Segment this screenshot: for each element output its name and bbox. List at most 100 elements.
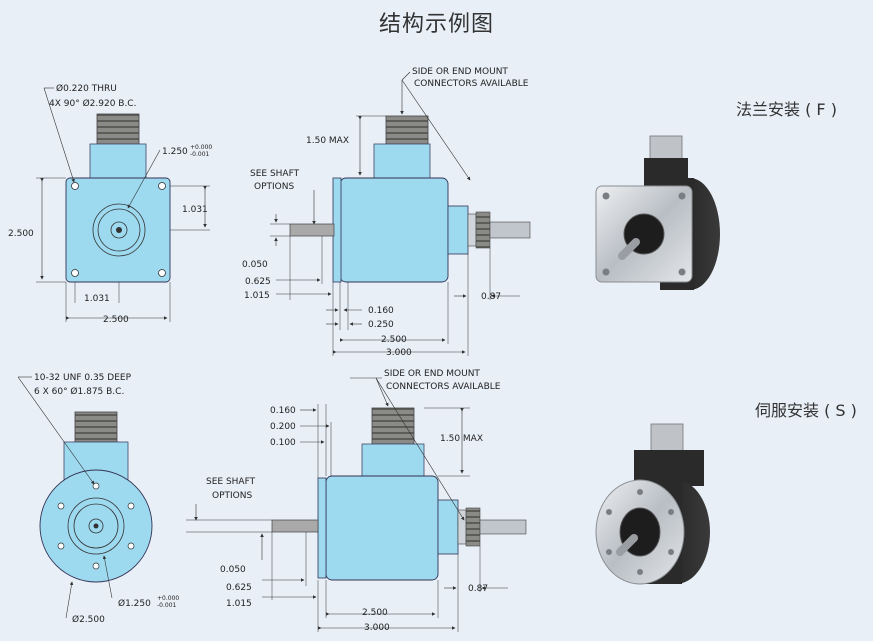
servo-shaft-total: 1.015 [226, 599, 252, 609]
servo-front-view: 10-32 UNF 0.35 DEEP 6 X 60° Ø1.875 B.C. … [17, 373, 179, 625]
servo-cable-icon [479, 519, 527, 535]
leader-line [375, 377, 389, 407]
servo-pilot-circle [67, 497, 125, 555]
flange-overall-len: 3.000 [386, 348, 412, 358]
flange-shaft-note-1: SEE SHAFT [250, 169, 300, 179]
flange-side-connector-housing [373, 143, 431, 179]
servo-tol-plus: +0.000 [157, 595, 179, 602]
gland-icon [467, 213, 477, 247]
mount-hole-icon [158, 182, 166, 190]
servo-overall-len: 3.000 [364, 623, 390, 633]
flange-body-len: 2.500 [381, 335, 407, 345]
leader-line [401, 71, 411, 81]
servo-body-len: 2.500 [362, 608, 388, 618]
shaft-center-icon [116, 227, 122, 233]
page-title: 结构示例图 [378, 12, 494, 37]
flange-connector-housing [89, 143, 147, 179]
flange-thick-dim: 0.160 [368, 306, 394, 316]
leader-line [127, 149, 161, 209]
flange-connector-front [96, 113, 140, 145]
pilot-circle [92, 203, 146, 257]
servo-side-flange [317, 477, 327, 579]
flange-hole-note-1: Ø0.220 THRU [56, 83, 117, 94]
servo-hole-icon [127, 542, 135, 550]
flange-offset-right-dim: 1.031 [182, 205, 208, 215]
flange-side-body [339, 177, 449, 283]
servo-hole-note-2: 6 X 60° Ø1.875 B.C. [34, 386, 124, 397]
servo-shaft-center-icon [93, 523, 99, 529]
servo-hole-icon [92, 562, 100, 570]
flange-shaft-len: 0.625 [245, 277, 271, 287]
flange-encoder-photo [595, 135, 720, 290]
servo-mount-label: 伺服安装 ( S ) [755, 401, 857, 420]
photo-servo-hole-icon [668, 509, 674, 515]
photo-hole-icon [678, 268, 686, 276]
flange-width-dim: 2.500 [103, 315, 129, 325]
servo-encoder-photo [595, 423, 710, 585]
photo-servo-hole-icon [668, 549, 674, 555]
flange-height-dim: 2.500 [8, 229, 34, 239]
servo-cable-gland-icon [465, 507, 481, 547]
servo-hole-icon [57, 542, 65, 550]
flange-connector-note-1: SIDE OR END MOUNT [412, 67, 508, 77]
servo-connector-note-1: SIDE OR END MOUNT [384, 369, 480, 379]
flange-side-view: SIDE OR END MOUNT CONNECTORS AVAILABLE 1… [242, 67, 531, 358]
flange-side-connector [385, 115, 429, 145]
photo-connector [649, 135, 683, 163]
servo-max-height: 1.50 MAX [440, 434, 483, 444]
photo-servo-hole-icon [637, 489, 643, 495]
photo-servo-hole-icon [637, 569, 643, 575]
servo-flange-dim-3: 0.100 [270, 438, 296, 448]
flange-tol-plus: +0.000 [190, 144, 212, 151]
servo-hole-icon [127, 502, 135, 510]
servo-tol-minus: -0.001 [157, 602, 177, 609]
servo-pilot-inner [73, 503, 119, 549]
flange-front-view: Ø0.220 THRU 4X 90° Ø2.920 B.C. 1.250 +0.… [8, 83, 212, 325]
flange-tol-minus: -0.001 [190, 151, 210, 158]
cable-gland-icon [475, 211, 491, 249]
servo-flange-dim-1: 0.160 [270, 406, 296, 416]
flange-side-end-cap [447, 205, 469, 255]
photo-hole-icon [602, 192, 610, 200]
leader-line [65, 581, 74, 619]
servo-hole-note-1: 10-32 UNF 0.35 DEEP [34, 373, 132, 383]
photo-shaft [618, 238, 640, 260]
photo-hole-icon [678, 192, 686, 200]
servo-connector-len: 0.87 [468, 584, 488, 594]
servo-shaft-len: 0.625 [226, 583, 252, 593]
flange-mount-label: 法兰安装 ( F ) [736, 100, 837, 119]
photo-servo-hole-icon [606, 549, 612, 555]
servo-gland-icon [457, 509, 467, 545]
leader-line [401, 79, 471, 181]
flange-connector-len: 0.87 [481, 292, 501, 302]
leader-line [17, 376, 95, 485]
flange-shaft-dia: 0.050 [242, 260, 268, 270]
photo-servo-hole-icon [606, 509, 612, 515]
leader-line [375, 377, 465, 521]
flange-shaft-total: 1.015 [244, 291, 270, 301]
servo-connector-front [74, 411, 118, 443]
servo-shaft-note-2: OPTIONS [212, 491, 252, 501]
cable-icon [489, 221, 531, 239]
flange-pilot-len: 0.250 [368, 320, 394, 330]
flange-shaft-note-2: OPTIONS [254, 182, 294, 192]
flange-pilot-dia: 1.250 [162, 147, 188, 157]
pilot-inner-circle [97, 208, 141, 252]
servo-side-end-cap [437, 499, 459, 555]
servo-hole-icon [57, 502, 65, 510]
mount-hole-icon [158, 269, 166, 277]
servo-side-connector-housing [361, 443, 425, 477]
servo-side-connector [371, 407, 415, 445]
mount-hole-icon [71, 269, 79, 277]
flange-shaft [289, 223, 335, 237]
servo-hole-icon [92, 482, 100, 490]
servo-side-body [325, 475, 439, 581]
servo-side-view: SIDE OR END MOUNT CONNECTORS AVAILABLE 0… [186, 369, 527, 633]
flange-connector-note-2: CONNECTORS AVAILABLE [414, 79, 529, 89]
photo-servo-shaft [616, 534, 638, 556]
servo-shaft-dia: 0.050 [220, 565, 246, 575]
flange-max-height: 1.50 MAX [306, 136, 349, 146]
mount-hole-icon [71, 182, 79, 190]
